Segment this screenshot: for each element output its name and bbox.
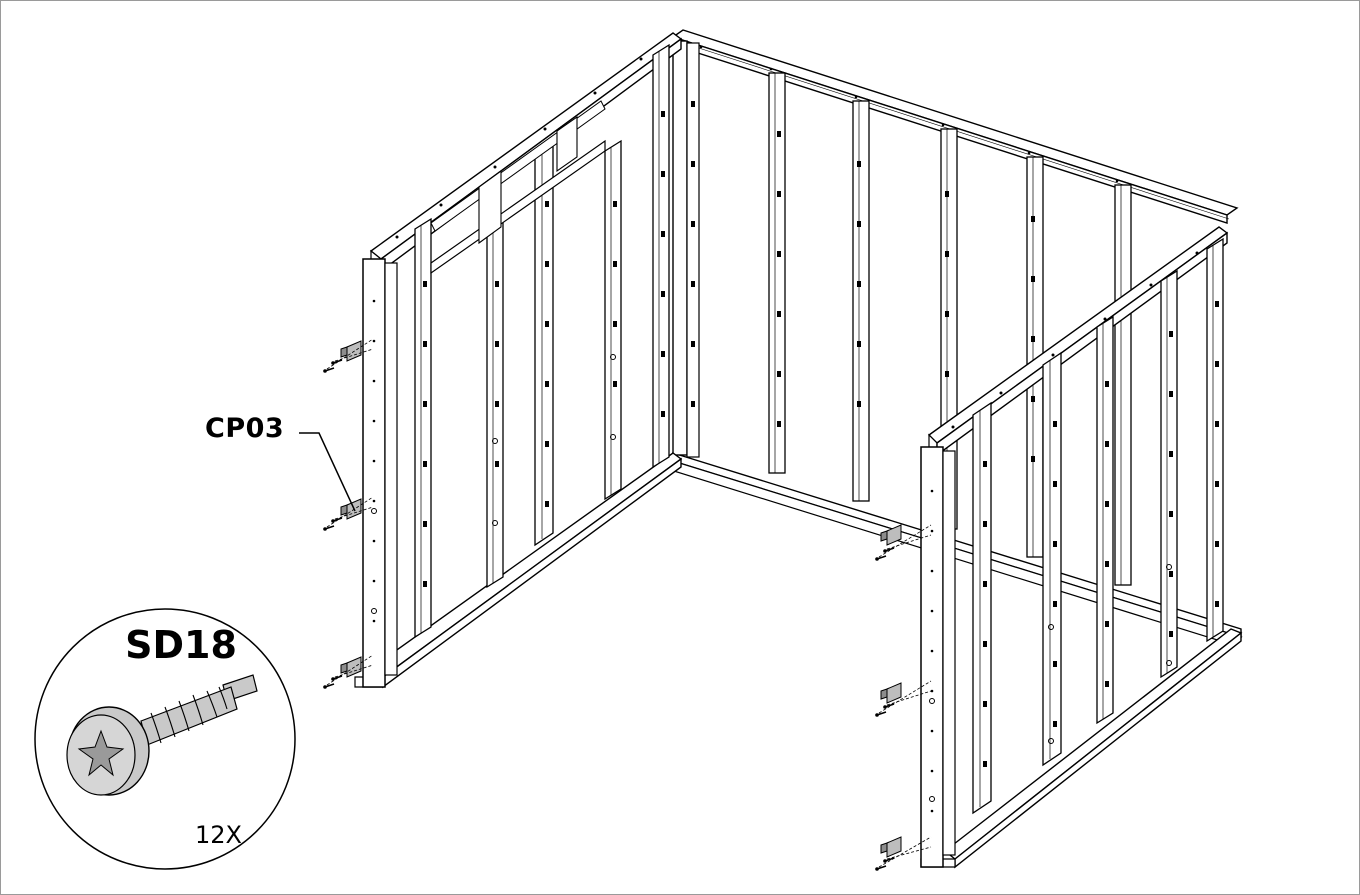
callout-leader-line	[299, 432, 356, 512]
screw-detail-view	[34, 608, 296, 870]
screw-quantity: 12X	[195, 821, 242, 849]
screw-part-label: SD18	[125, 623, 237, 667]
left-wall	[354, 32, 683, 689]
screw-guides	[326, 338, 932, 868]
part-callout-label: CP03	[205, 413, 285, 444]
right-wall	[920, 226, 1243, 869]
